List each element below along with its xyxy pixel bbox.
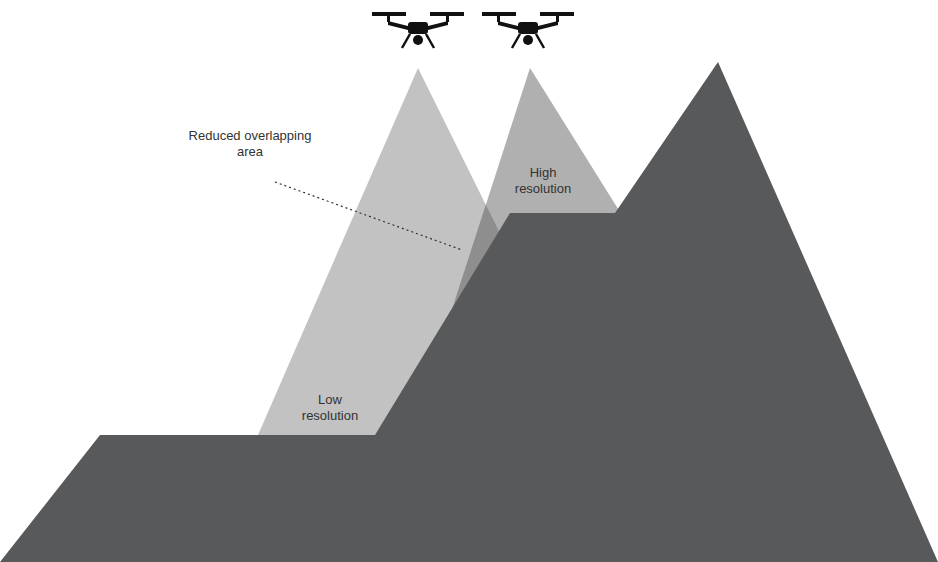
region-label: High resolution bbox=[507, 165, 579, 197]
drone-icon bbox=[372, 12, 464, 48]
region-label: Low resolution bbox=[294, 392, 366, 424]
drone-icon bbox=[482, 12, 574, 48]
callout-label: Reduced overlapping area bbox=[180, 128, 320, 160]
leader-line bbox=[275, 182, 462, 250]
mountain bbox=[0, 62, 938, 562]
